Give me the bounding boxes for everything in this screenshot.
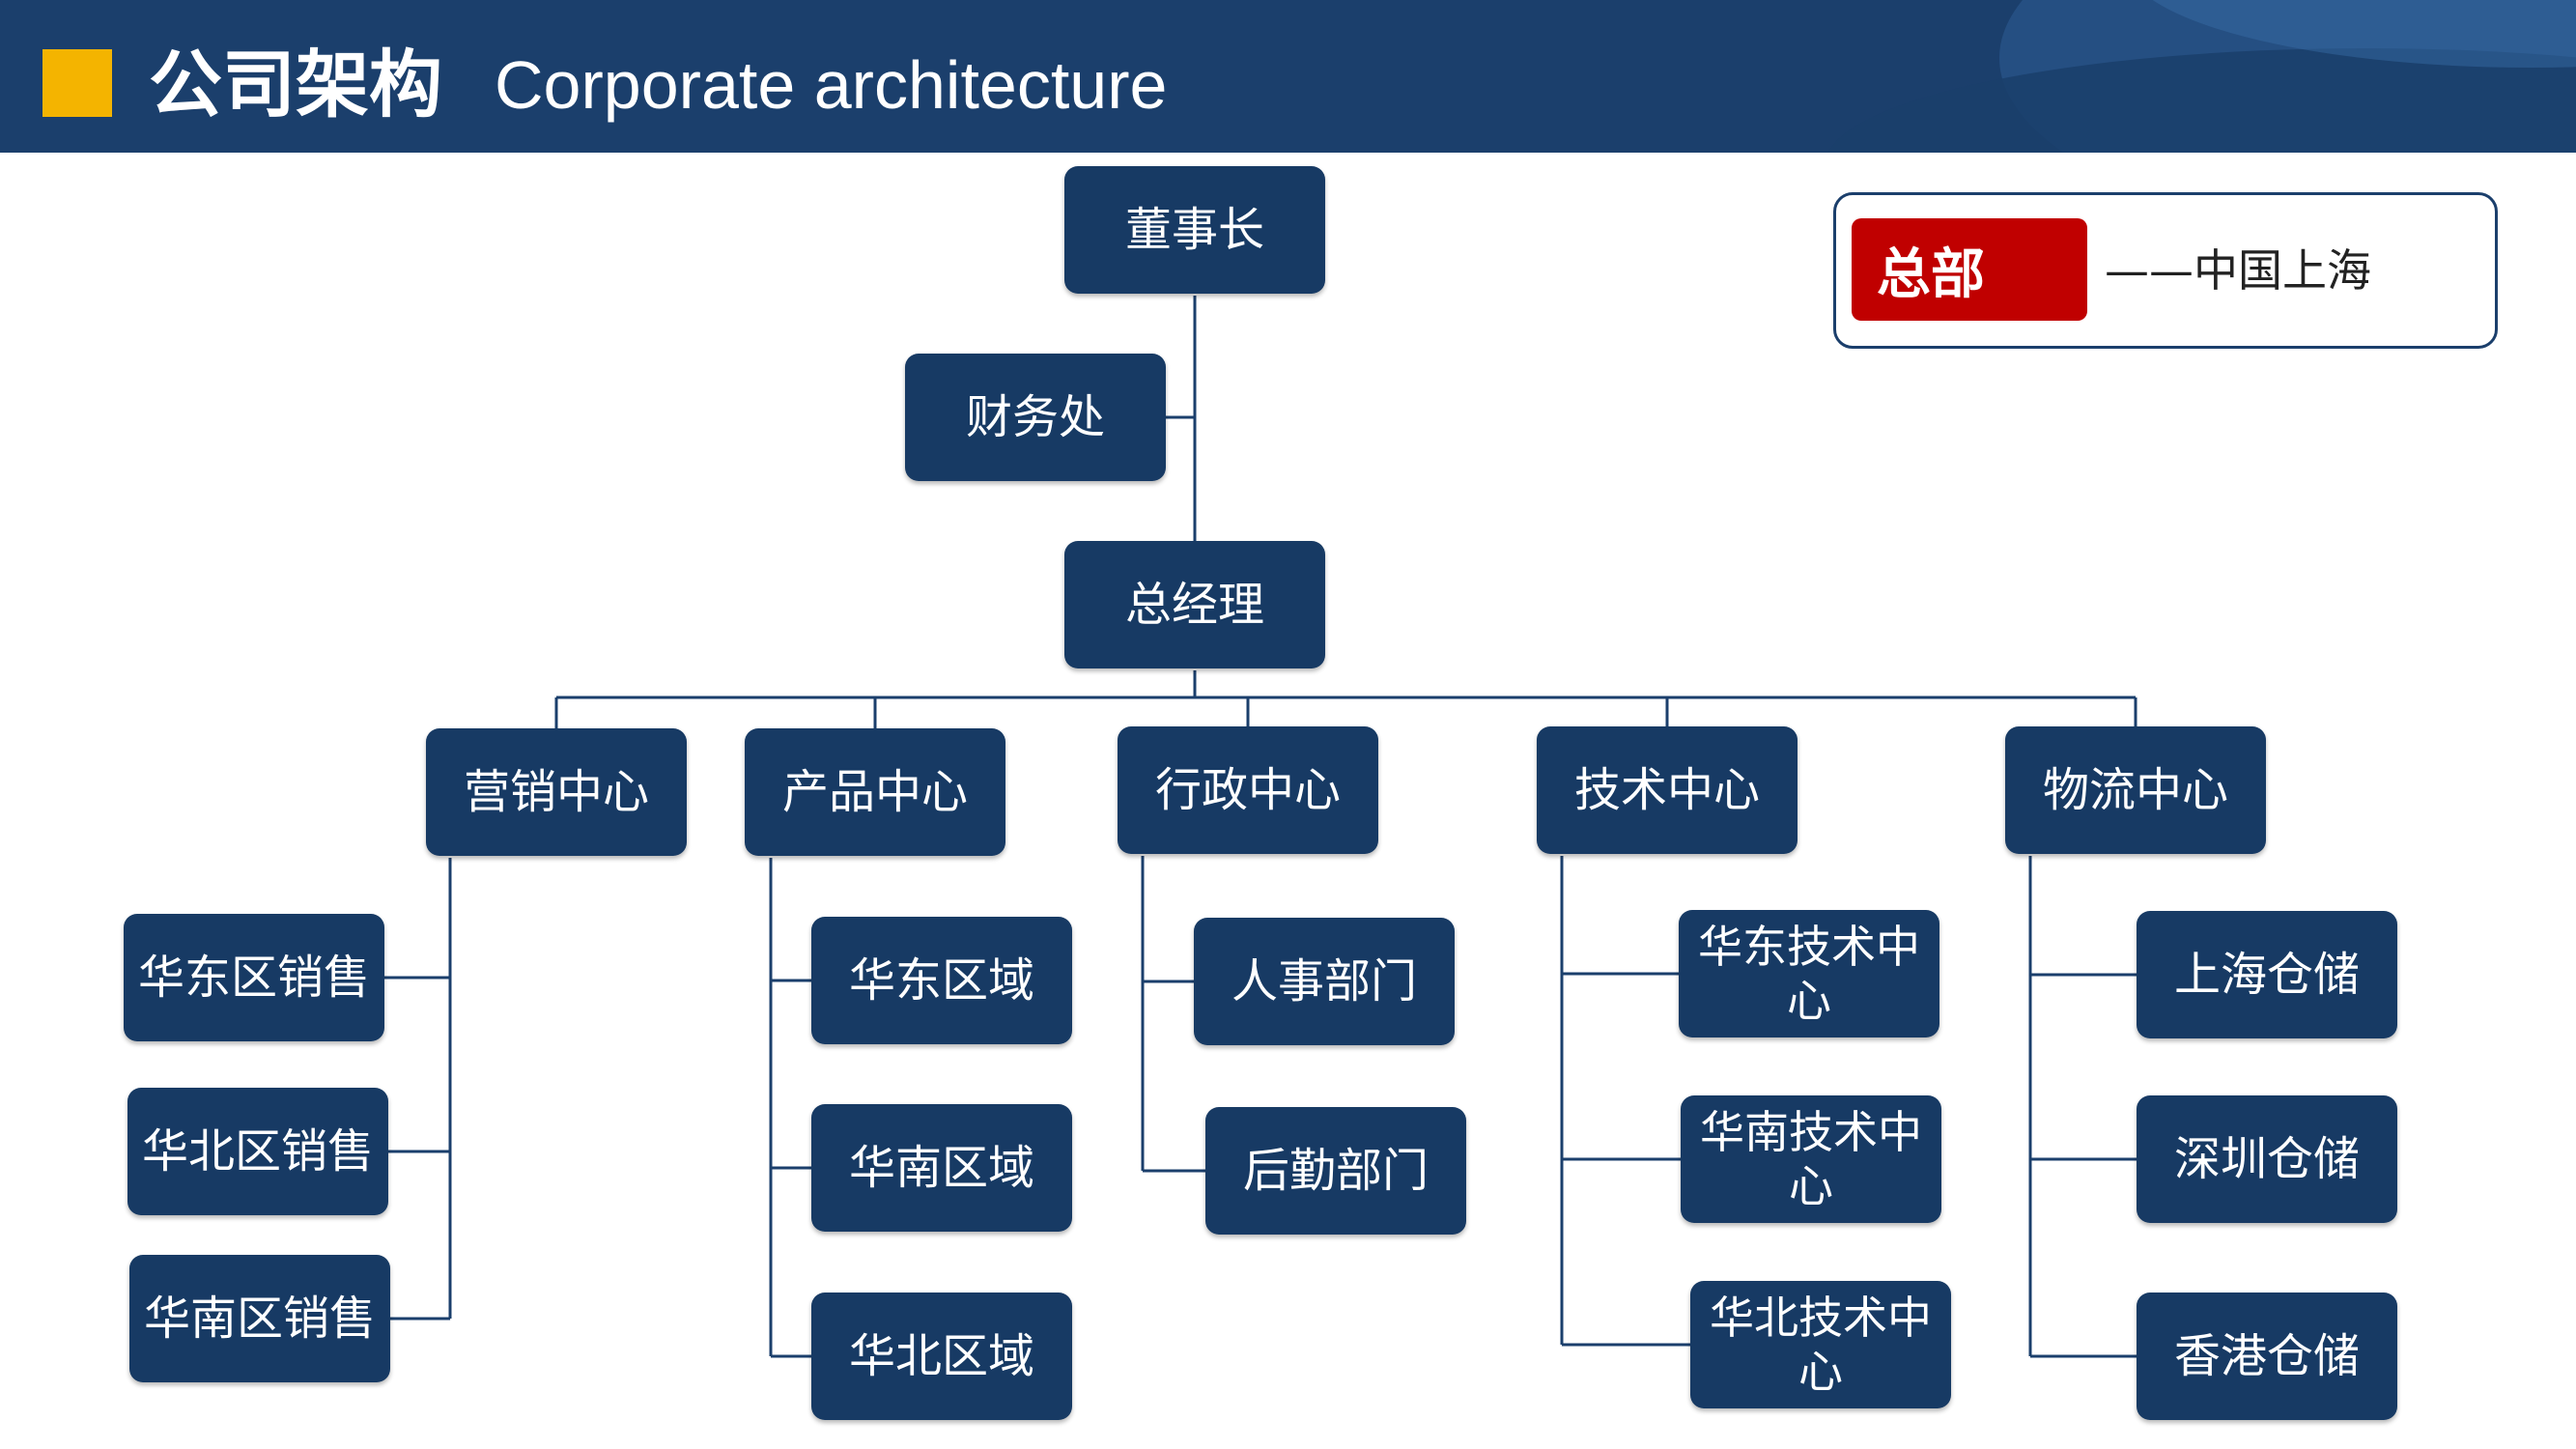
page-subtitle: Corporate architecture [495,47,1168,123]
node-admin-logistics: 后勤部门 [1205,1107,1466,1235]
node-tech-north: 华北技术中心 [1690,1281,1951,1408]
node-product-south: 华南区域 [811,1104,1072,1232]
headquarters-legend: 总部 ——中国上海 [1833,192,2498,349]
page-title: 公司架构 [149,42,442,128]
node-center-admin: 行政中心 [1118,726,1378,854]
node-warehouse-shenzhen: 深圳仓储 [2137,1095,2397,1223]
node-center-marketing: 营销中心 [426,728,687,856]
node-tech-east: 华东技术中心 [1679,910,1939,1037]
node-center-logistics: 物流中心 [2005,726,2266,854]
title-accent-square [42,49,112,117]
node-warehouse-hongkong: 香港仓储 [2137,1293,2397,1420]
header-wave-decoration [1827,0,2576,153]
node-tech-south: 华南技术中心 [1681,1095,1941,1223]
headquarters-tag: 总部 [1852,218,2087,321]
node-sales-east: 华东区销售 [124,914,384,1041]
header-bar: 公司架构 Corporate architecture [0,0,2576,153]
headquarters-location: ——中国上海 [2105,244,2371,297]
node-warehouse-shanghai: 上海仓储 [2137,911,2397,1038]
node-product-east: 华东区域 [811,917,1072,1044]
node-sales-north: 华北区销售 [127,1088,388,1215]
node-sales-south: 华南区销售 [129,1255,390,1382]
node-product-north: 华北区域 [811,1293,1072,1420]
node-admin-hr: 人事部门 [1194,918,1455,1045]
node-center-product: 产品中心 [745,728,1005,856]
node-center-tech: 技术中心 [1537,726,1798,854]
node-chairman: 董事长 [1064,166,1325,294]
node-finance: 财务处 [905,354,1166,481]
node-general-manager: 总经理 [1064,541,1325,668]
